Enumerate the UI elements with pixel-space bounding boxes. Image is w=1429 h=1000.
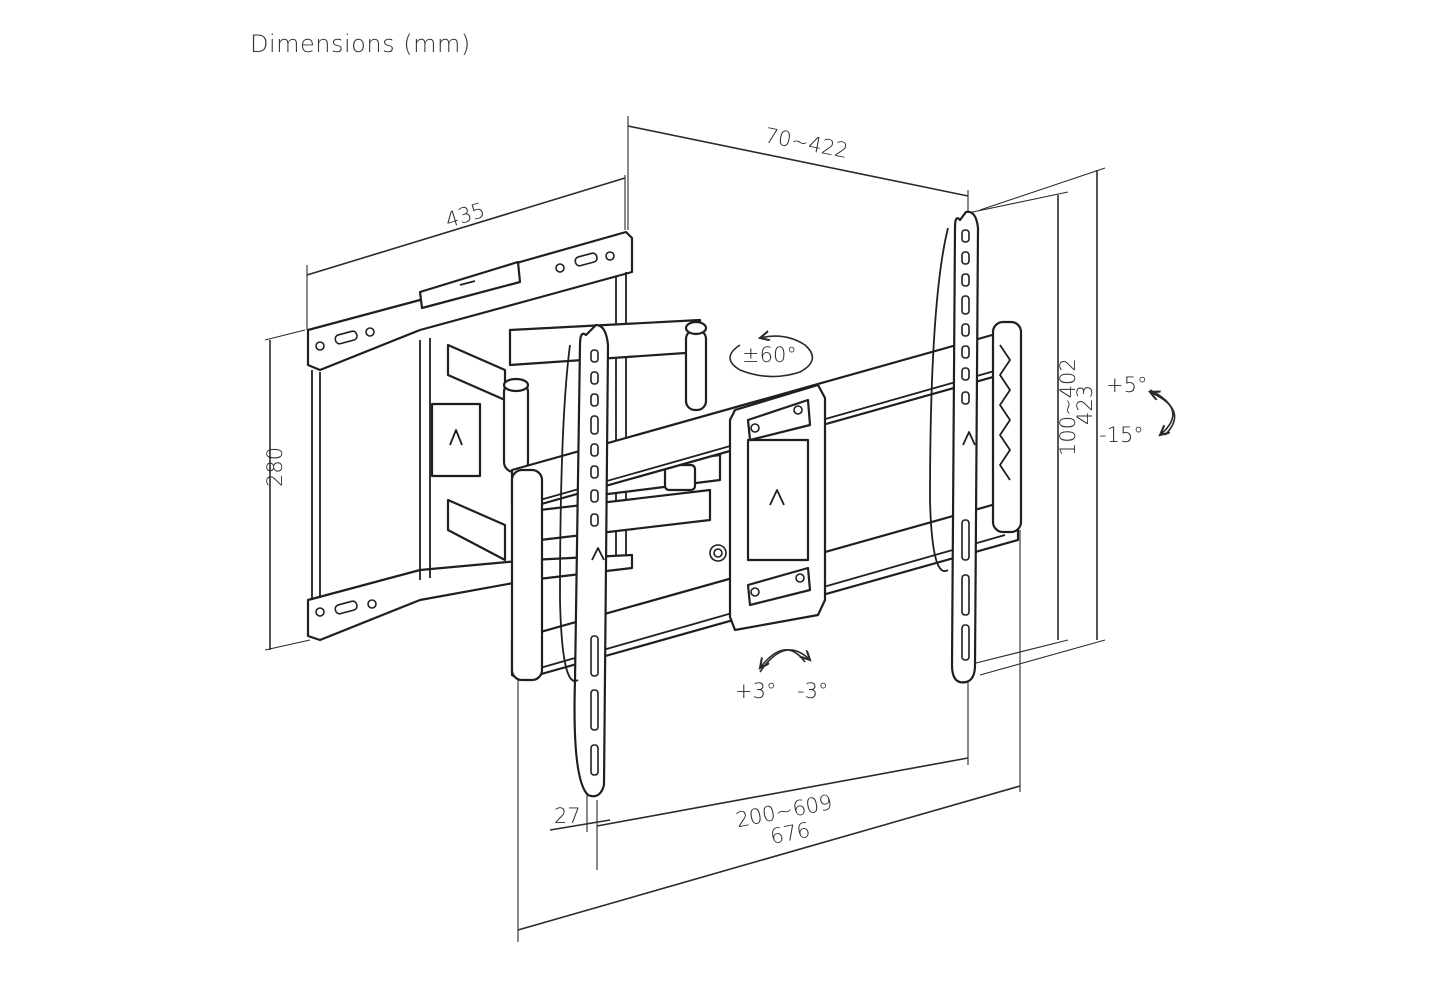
dimension-lines — [264, 116, 1106, 942]
left-arm-holes — [590, 349, 599, 776]
angle-tilt-up: +5° — [1106, 373, 1147, 397]
center-plate — [728, 383, 827, 632]
right-arm-holes — [961, 229, 970, 661]
dim-wall-plate-width: 435 — [442, 198, 487, 233]
dim-bracket-depth: 27 — [554, 804, 581, 828]
angle-rotate-left: +3° — [735, 679, 776, 703]
vertical-arm-left — [559, 323, 610, 798]
dim-wall-plate-height: 280 — [263, 447, 287, 487]
dim-vertical-hole-spacing: 100~402 — [1056, 358, 1080, 456]
page-title: Dimensions (mm) — [250, 30, 471, 58]
vertical-arm-right — [929, 210, 980, 684]
angle-swivel: ±60° — [742, 343, 797, 367]
angle-tilt-down: -15° — [1099, 423, 1144, 447]
dim-arm-height: 423 — [1073, 385, 1097, 425]
angle-rotate-right: -3° — [797, 679, 828, 703]
rotation-arrows — [729, 336, 1176, 673]
